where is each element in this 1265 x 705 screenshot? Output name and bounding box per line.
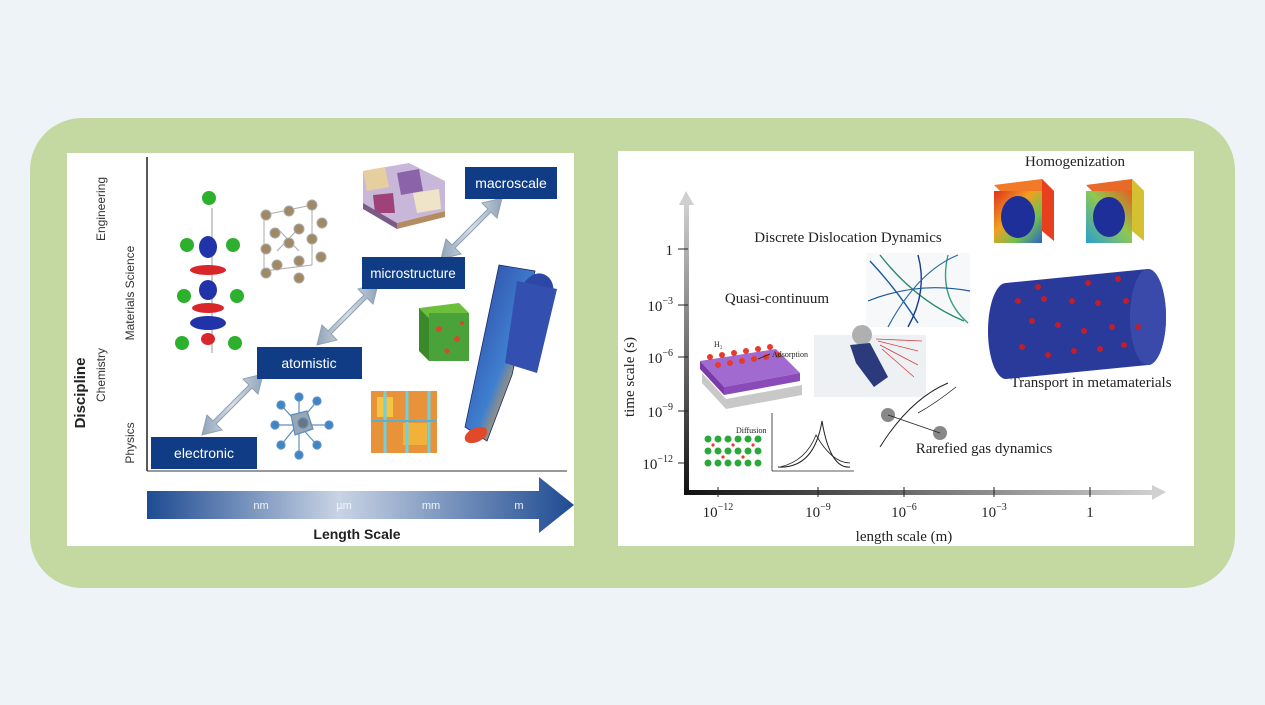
metamaterial-tube-image — [988, 269, 1166, 379]
x-axis-label: length scale (m) — [856, 529, 953, 545]
label-discrete-dislocation-dynamics: Discrete Dislocation Dynamics — [754, 230, 942, 246]
left-diagram-svg: Discipline Physics Chemistry Materials S… — [72, 157, 574, 542]
svg-text:10−9: 10−9 — [647, 402, 673, 421]
scale-label-macroscale: macroscale — [475, 175, 547, 191]
x-tick-1e-12: 10−12 — [703, 487, 734, 521]
double-arrow-atomistic-microstructure — [316, 283, 379, 346]
length-tick-m: m — [514, 500, 523, 512]
discipline-physics: Physics — [123, 422, 137, 463]
homogenization-cube-2-image — [1086, 179, 1144, 243]
svg-text:10−6: 10−6 — [891, 502, 917, 521]
finite-element-bar-image — [464, 264, 557, 444]
length-tick-mm: mm — [422, 500, 440, 512]
svg-text:10−12: 10−12 — [703, 502, 734, 521]
length-scale-arrow — [147, 477, 574, 533]
atomic-lattice-image — [260, 199, 328, 284]
phase-field-cube-image — [419, 303, 469, 361]
svg-text:10−3: 10−3 — [981, 502, 1007, 521]
y-axis-arrowhead — [679, 191, 694, 205]
rarefied-gas-collision-image — [879, 382, 957, 448]
homogenization-cube-1-image — [994, 179, 1054, 243]
y-axis-label: time scale (s) — [622, 337, 638, 417]
scale-label-atomistic: atomistic — [281, 355, 336, 371]
stress-field-image — [371, 391, 437, 453]
scale-box-microstructure: microstructure — [362, 257, 465, 289]
diffusion-lattice-image: Diffusion — [704, 426, 767, 467]
x-tick-1: 1 — [1086, 487, 1094, 521]
quasi-continuum-simulation-image — [814, 325, 926, 397]
x-tick-1e-3: 10−3 — [981, 487, 1007, 521]
y-tick-1e-6: 10−6 — [647, 348, 688, 367]
discipline-engineering: Engineering — [94, 177, 108, 241]
electron-orbital-molecule-image — [175, 191, 244, 353]
scale-label-electronic: electronic — [174, 445, 234, 461]
double-arrow-microstructure-macroscale — [440, 197, 503, 260]
discipline-label: Discipline — [72, 358, 89, 429]
y-tick-1e-3: 10−3 — [647, 296, 688, 315]
scale-box-electronic: electronic — [151, 437, 257, 469]
svg-text:1: 1 — [666, 243, 674, 259]
right-diagram-svg: 1 10−3 10−6 10−9 10−12 10−12 10−9 — [622, 154, 1172, 545]
grain-microstructure-image — [363, 163, 445, 229]
label-homogenization: Homogenization — [1025, 154, 1125, 170]
length-tick-um: µm — [336, 500, 352, 512]
x-axis-line — [684, 490, 1154, 495]
x-axis-arrowhead — [1152, 485, 1166, 500]
label-quasi-continuum: Quasi-continuum — [725, 291, 829, 307]
discipline-chemistry: Chemistry — [94, 348, 108, 402]
double-arrow-electronic-atomistic — [201, 373, 264, 436]
multiscale-discipline-diagram: Discipline Physics Chemistry Materials S… — [67, 153, 574, 546]
scale-label-microstructure: microstructure — [370, 266, 456, 281]
y-tick-1e-12: 10−12 — [642, 454, 688, 473]
svg-text:10−12: 10−12 — [642, 454, 673, 473]
inset-label-h2: H₂ — [714, 340, 723, 349]
discipline-materials-science: Materials Science — [123, 245, 137, 340]
label-transport-in-metamaterials: Transport in metamaterials — [1010, 375, 1171, 391]
svg-text:10−9: 10−9 — [805, 502, 831, 521]
svg-text:10−6: 10−6 — [647, 348, 673, 367]
inset-label-diffusion: Diffusion — [736, 426, 767, 435]
x-tick-1e-9: 10−9 — [805, 487, 831, 521]
inset-label-adsorption: Adsorption — [772, 350, 808, 359]
y-tick-1: 1 — [666, 243, 688, 259]
scale-box-macroscale: macroscale — [465, 167, 557, 199]
x-tick-1e-6: 10−6 — [891, 487, 917, 521]
label-rarefied-gas-dynamics: Rarefied gas dynamics — [916, 441, 1053, 457]
dislocation-network-image — [866, 253, 971, 328]
svg-text:10−3: 10−3 — [647, 296, 673, 315]
time-length-scale-diagram: 1 10−3 10−6 10−9 10−12 10−12 10−9 — [618, 151, 1194, 546]
length-scale-title: Length Scale — [313, 526, 400, 542]
svg-text:1: 1 — [1086, 505, 1094, 521]
scale-box-atomistic: atomistic — [257, 347, 362, 379]
adsorption-lattice-image: H₂ Adsorption — [700, 340, 808, 409]
atomic-cluster-image — [270, 392, 334, 460]
energy-distribution-plot-image — [771, 413, 854, 472]
y-tick-1e-9: 10−9 — [647, 402, 688, 421]
y-axis-line — [684, 203, 689, 495]
length-tick-nm: nm — [253, 500, 268, 512]
